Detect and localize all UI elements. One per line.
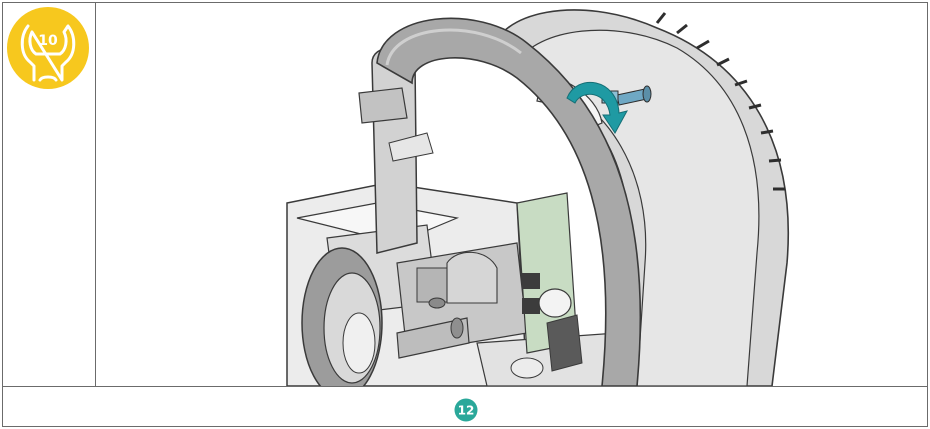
base-assembly [286, 182, 638, 386]
step-number-badge: 12 [454, 398, 478, 422]
step-number: 12 [458, 404, 475, 418]
footer-divider [2, 386, 928, 387]
front-frame [376, 17, 642, 386]
tool-column [2, 2, 96, 387]
tool-badge: 10 [7, 7, 89, 89]
rotate-arrow-icon [566, 82, 628, 134]
tool-size-label: 10 [38, 33, 58, 49]
circuit-board [516, 192, 583, 372]
assembly-illustration [286, 9, 789, 386]
wrench-icon [20, 24, 76, 82]
back-panel [358, 47, 434, 254]
